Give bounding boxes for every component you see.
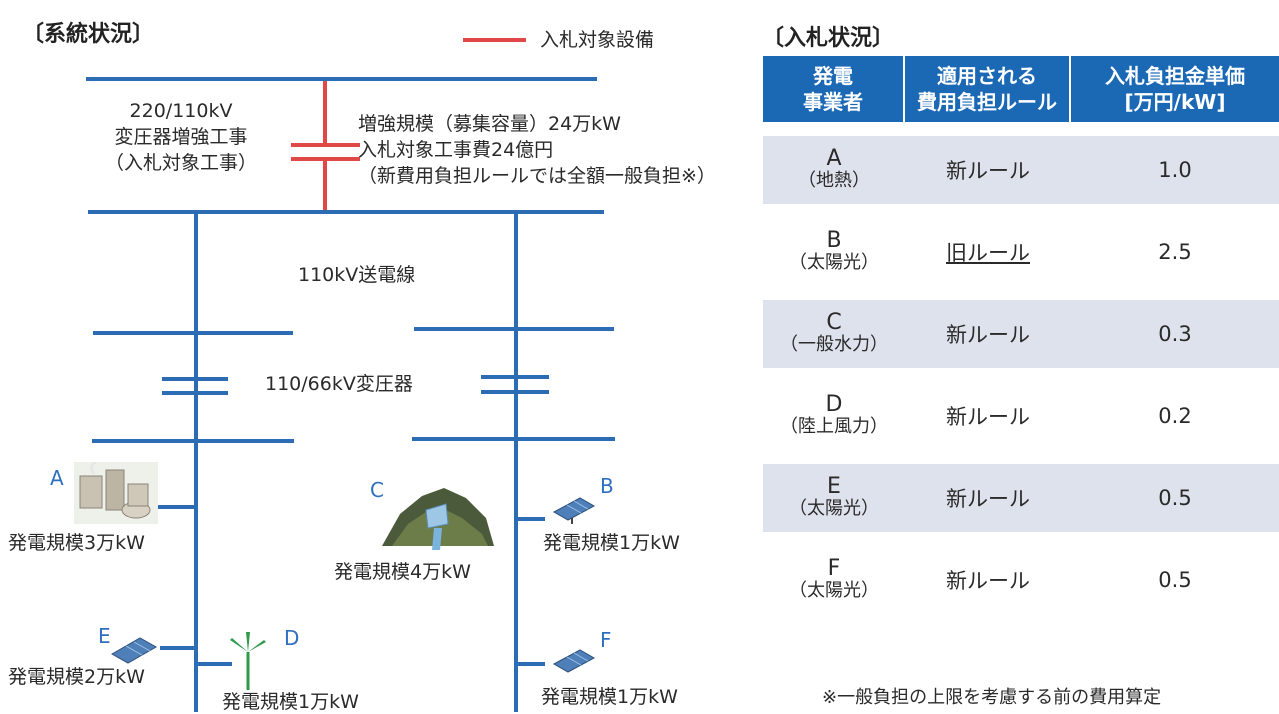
generator-f-letter: F	[600, 628, 612, 652]
table-header: 発電 事業者 適用される 費用負担ルール 入札負担金単価 [万円/kW]	[763, 56, 1279, 122]
generator-a-letter: A	[50, 466, 64, 490]
generator-b-letter: B	[600, 474, 614, 498]
table-row: C（一般水力） 新ルール 0.3	[763, 300, 1279, 368]
generator-a-scale: 発電規模3万kW	[8, 532, 145, 554]
row-kind: （太陽光）	[789, 580, 879, 601]
row-price: 0.5	[1158, 568, 1192, 592]
row-kind: （陸上風力）	[780, 416, 888, 437]
system-title: 〔系統状況〕	[22, 22, 155, 47]
row-rule: 新ルール	[946, 159, 1030, 183]
row-rule: 旧ルール	[946, 241, 1030, 265]
solar-panel-icon	[110, 637, 158, 664]
transformer-label: 110/66kV変圧器	[265, 373, 413, 395]
row-price: 0.2	[1158, 404, 1192, 428]
generator-f-scale: 発電規模1万kW	[541, 686, 678, 708]
legend-label: 入札対象設備	[540, 29, 655, 51]
row-price: 1.0	[1158, 158, 1192, 182]
row-kind: （地熱）	[798, 170, 870, 191]
row-letter: E	[827, 474, 841, 499]
generator-b-scale: 発電規模1万kW	[543, 532, 680, 554]
row-rule: 新ルール	[946, 487, 1030, 511]
row-kind: （太陽光）	[789, 498, 879, 519]
row-rule: 新ルール	[946, 323, 1030, 347]
generator-d-letter: D	[284, 626, 300, 650]
row-rule: 新ルール	[946, 569, 1030, 593]
header-generator: 発電 事業者	[763, 56, 905, 122]
header-rule: 適用される 費用負担ルール	[905, 56, 1071, 122]
generator-d-scale: 発電規模1万kW	[222, 691, 359, 713]
table-row: F（太陽光） 新ルール 0.5	[763, 546, 1279, 614]
generator-e-scale: 発電規模2万kW	[8, 666, 145, 688]
row-letter: F	[827, 556, 841, 581]
bid-table: 発電 事業者 適用される 費用負担ルール 入札負担金単価 [万円/kW] A（地…	[763, 56, 1279, 614]
table-row: B（太陽光） 旧ルール 2.5	[763, 218, 1279, 286]
row-letter: A	[826, 146, 842, 171]
transformer-upgrade-label: 220/110kV 変圧器増強工事 （入札対象工事）	[104, 100, 257, 174]
geothermal-plant-icon	[74, 462, 158, 524]
row-price: 0.3	[1158, 322, 1192, 346]
header-price: 入札負担金単価 [万円/kW]	[1105, 64, 1245, 114]
wind-turbine-icon	[230, 632, 266, 690]
bid-title: 〔入札状況〕	[762, 26, 895, 51]
line-label: 110kV送電線	[298, 264, 416, 286]
row-letter: D	[825, 392, 843, 417]
generator-c-scale: 発電規模4万kW	[334, 561, 471, 583]
upgrade-details: 増強規模（募集容量）24万kW 入札対象工事費24億円 （新費用負担ルールでは全…	[358, 113, 716, 187]
row-kind: （一般水力）	[780, 334, 888, 355]
footnote: ※一般負担の上限を考慮する前の費用算定	[822, 687, 1162, 708]
solar-panel-icon	[552, 497, 596, 524]
row-price: 0.5	[1158, 486, 1192, 510]
hydro-dam-icon	[382, 488, 494, 550]
row-letter: C	[826, 310, 842, 335]
row-price: 2.5	[1158, 240, 1192, 264]
row-rule: 新ルール	[946, 405, 1030, 429]
row-letter: B	[826, 228, 842, 253]
table-row: A（地熱） 新ルール 1.0	[763, 136, 1279, 204]
row-kind: （太陽光）	[789, 252, 879, 273]
generator-e-letter: E	[98, 624, 111, 648]
table-row: D（陸上風力） 新ルール 0.2	[763, 382, 1279, 450]
solar-panel-icon	[552, 649, 596, 673]
generator-c-letter: C	[370, 478, 384, 502]
table-row: E（太陽光） 新ルール 0.5	[763, 464, 1279, 532]
